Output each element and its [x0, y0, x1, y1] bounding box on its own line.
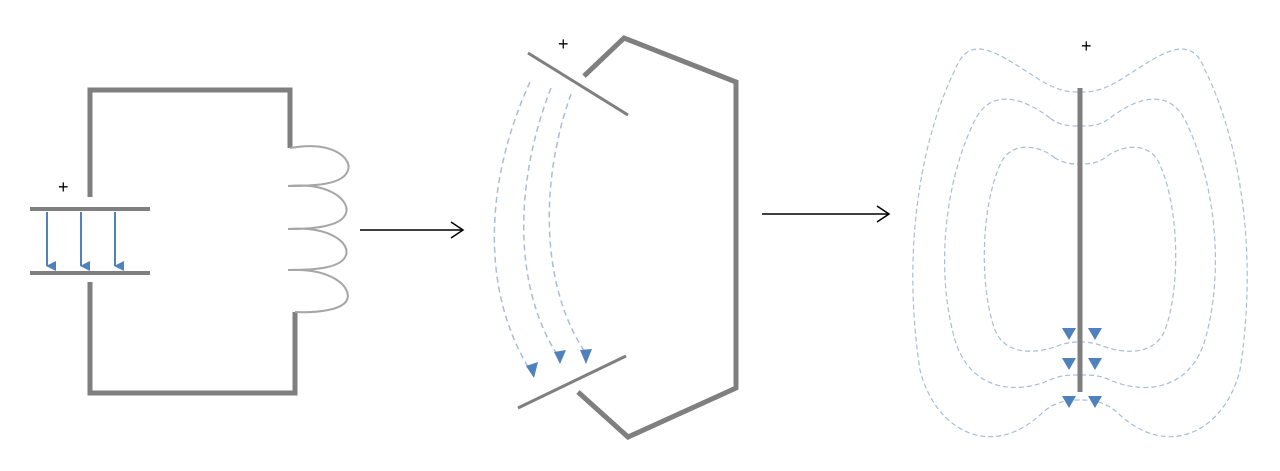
opened-bottom-plate	[517, 354, 627, 410]
dipole-field-line-outer	[912, 48, 1248, 438]
dipole-field-line	[944, 98, 1216, 389]
opened-field-line	[493, 81, 531, 371]
dipole-field-arrowhead	[1088, 358, 1102, 370]
opened-field-arrowhead	[526, 362, 538, 378]
inductor-coil	[287, 145, 350, 314]
lc-circuit-panel: +	[30, 87, 350, 396]
opened-circuit-panel: +	[493, 34, 739, 440]
opened-wire	[576, 35, 739, 440]
dipole-field-arrowhead	[1062, 358, 1076, 370]
opened-plus-sign: +	[558, 34, 569, 54]
dipole-field-arrowhead	[1088, 396, 1102, 408]
dipole-antenna-panel: +	[912, 36, 1248, 438]
dipole-field-arrowhead	[1062, 328, 1076, 340]
opened-field-line	[523, 87, 559, 357]
dipole-field-arrowhead	[1062, 396, 1076, 408]
transition-arrow-2	[762, 205, 891, 223]
transition-arrow-1	[360, 221, 465, 239]
opened-field-arrowhead	[554, 350, 566, 364]
lc-wire-bottom	[87, 282, 298, 396]
capacitor-plus-sign: +	[58, 177, 69, 197]
opened-field-arrowhead	[580, 349, 592, 364]
opened-top-plate	[527, 51, 629, 117]
lc-wire-top	[87, 87, 293, 197]
dipole-field-line	[983, 146, 1177, 352]
dipole-field-arrowhead	[1088, 328, 1102, 340]
dipole-plus-sign: +	[1081, 36, 1092, 56]
opened-field-line	[548, 93, 586, 353]
